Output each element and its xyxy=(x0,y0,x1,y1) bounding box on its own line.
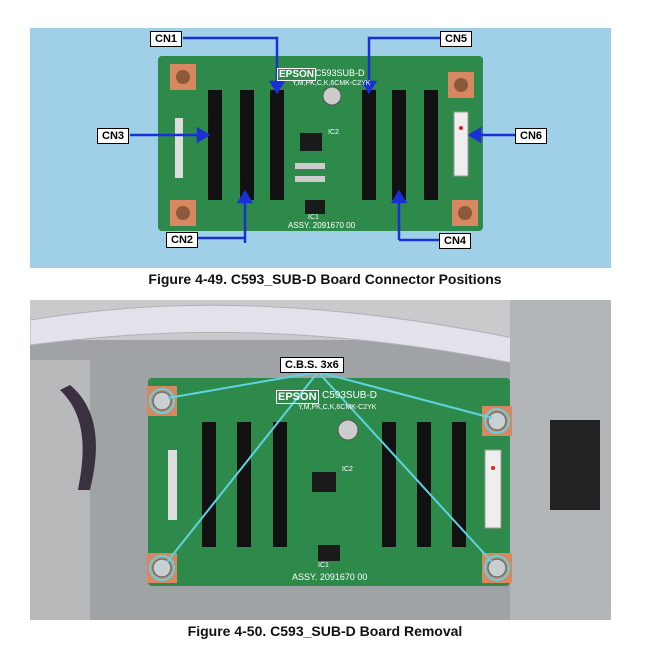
ic1-chip xyxy=(305,200,325,214)
board-connector-diagram xyxy=(130,36,515,243)
screw-tr xyxy=(487,411,507,431)
connector-white xyxy=(484,449,502,529)
connector-cn2 xyxy=(240,90,254,200)
capacitor xyxy=(322,86,342,106)
figure-4-49-photo: EPSON C593SUB-D Y,M,PK,C,K,6CMK-C2YK IC2… xyxy=(30,28,611,268)
board-model-label: C593SUB-D xyxy=(315,68,365,78)
connector-cn1 xyxy=(270,90,284,200)
connector-cn6 xyxy=(453,111,469,177)
callout-cn3: CN3 xyxy=(97,128,130,144)
ic2-chip xyxy=(300,133,322,151)
callout-cn2: CN2 xyxy=(166,232,199,248)
figure-4-50-photo: EPSON C593SUB-D Y,M,PK,C,K,6CMK-C2YK IC2… xyxy=(30,300,611,620)
ic2-label: IC2 xyxy=(328,129,339,136)
board-assy-label: ASSY. 2091670 00 xyxy=(292,572,368,582)
ic2-chip xyxy=(312,472,336,492)
board-brand-label: EPSON xyxy=(276,390,319,404)
connector-cn4 xyxy=(392,90,406,200)
board-assy-label: ASSY. 2091670 00 xyxy=(288,221,356,230)
figure-4-50-caption: Figure 4-50. C593_SUB-D Board Removal xyxy=(187,623,463,639)
screw-br xyxy=(487,558,507,578)
board-color-label: Y,M,PK,C,K,6CMK-C2YK xyxy=(292,80,371,87)
connector-cn3 xyxy=(208,90,222,200)
ic1-chip xyxy=(318,545,340,561)
screw-tl xyxy=(152,391,172,411)
connector-cn5 xyxy=(362,90,376,200)
callout-cn6: CN6 xyxy=(515,128,548,144)
ic2-label: IC2 xyxy=(342,466,353,473)
figure-4-49-caption: Figure 4-49. C593_SUB-D Board Connector … xyxy=(148,271,502,287)
board-model-label: C593SUB-D xyxy=(322,390,378,401)
screw-callout-cbs: C.B.S. 3x6 xyxy=(280,357,344,373)
capacitor xyxy=(337,419,359,441)
connector-cn6-pins xyxy=(424,90,438,200)
board-removal-diagram xyxy=(30,300,611,620)
callout-cn1: CN1 xyxy=(150,31,183,47)
screw-bl xyxy=(152,558,172,578)
board-brand-label: EPSON xyxy=(277,68,317,81)
ic1-label: IC1 xyxy=(318,562,329,569)
board-color-label: Y,M,PK,C,K,6CMK-C2YK xyxy=(298,404,377,411)
ribbon-cable xyxy=(30,304,611,386)
callout-cn5: CN5 xyxy=(440,31,473,47)
ic1-label: IC1 xyxy=(308,214,319,221)
callout-cn4: CN4 xyxy=(439,233,472,249)
